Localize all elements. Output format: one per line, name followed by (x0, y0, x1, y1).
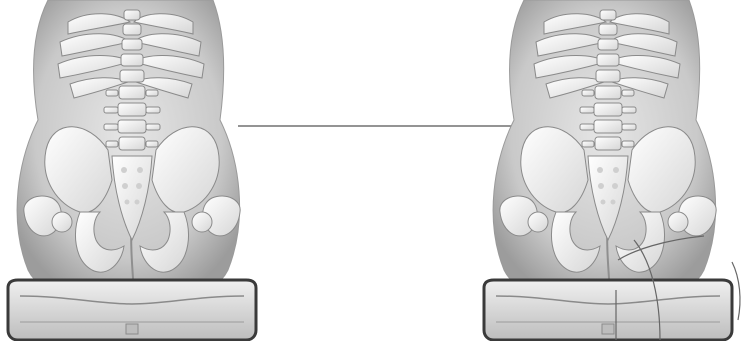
pelvis-spine-illustration (8, 0, 256, 340)
pelvis-spine-illustration (484, 0, 732, 340)
panel-after (484, 0, 740, 340)
panel-before (8, 0, 256, 340)
